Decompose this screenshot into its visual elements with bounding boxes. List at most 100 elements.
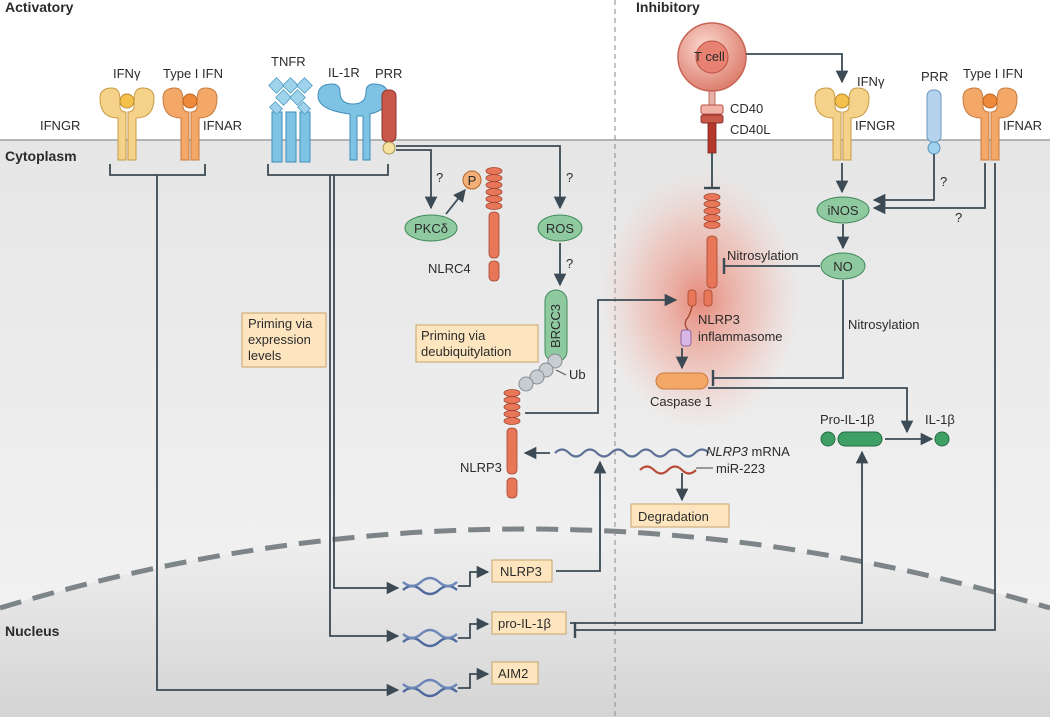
tcell-nucleus	[695, 40, 729, 74]
label-nlrp3-protein: NLRP3	[460, 460, 502, 475]
label-inos: iNOS	[827, 203, 858, 218]
svg-text:Priming via: Priming via	[248, 316, 313, 331]
prr-receptor-right	[926, 89, 942, 155]
header-activatory: Activatory	[5, 0, 74, 15]
label-degradation: Degradation	[638, 509, 709, 524]
nlrp3-protein	[503, 389, 521, 499]
label-cd40: CD40	[730, 101, 763, 116]
cd40	[700, 104, 724, 115]
label-q-ros: ?	[566, 170, 573, 185]
header-cytoplasm: Cytoplasm	[5, 148, 77, 164]
il1r-receptor	[317, 83, 389, 161]
type1ifn-ligand-left	[182, 93, 198, 109]
edge-gene-to-mrna	[556, 460, 607, 572]
label-cd40l: CD40L	[730, 122, 770, 137]
gene-proil1b-box	[491, 611, 567, 635]
label-caspase1: Caspase 1	[650, 394, 712, 409]
gene-nlrp3-box	[491, 559, 553, 583]
dna-aim2	[402, 678, 458, 698]
edge-ifnar-to-inos	[872, 163, 986, 215]
label-mir223: miR-223	[716, 461, 765, 476]
nlrc4-protein	[485, 167, 503, 282]
edge-prr-to-inos	[872, 154, 935, 207]
label-q-pkcd: ?	[436, 170, 443, 185]
edge-priming-to-nlrp3-gene	[333, 175, 400, 595]
edge-tcell-to-ifng	[746, 53, 849, 84]
edge-nlrp3-to-inflammasome	[525, 293, 678, 414]
asc-linker	[684, 305, 693, 331]
ros-node	[537, 214, 583, 242]
label-gene-nlrp3: NLRP3	[500, 564, 542, 579]
ifngr-receptor-left	[99, 87, 155, 161]
dna-nlrp3	[402, 576, 458, 596]
label-nlrp3-inflammasome-2: inflammasome	[698, 329, 783, 344]
cd40-stalk	[708, 90, 716, 106]
edge-ifn-to-aim2	[156, 175, 400, 697]
label-ifnar-right: IFNAR	[1003, 118, 1042, 133]
cd40l	[700, 114, 724, 124]
label-no: NO	[833, 259, 853, 274]
label-ifng-right: IFNγ	[857, 74, 885, 89]
label-mrna: NLRP3 mRNA	[706, 444, 790, 459]
inos-node	[816, 196, 870, 224]
label-type1ifn-right: Type I IFN	[963, 66, 1023, 81]
edge-no-inhibits-caspase1	[713, 280, 844, 379]
nlrp3-inflammasome-protein	[687, 193, 721, 307]
prr-receptor-left	[381, 89, 397, 155]
il1b-node	[934, 431, 950, 447]
label-il1r: IL-1R	[328, 65, 360, 80]
inflammasome-glow	[600, 170, 800, 430]
label-gene-aim2: AIM2	[498, 666, 528, 681]
pro-il1b-body	[837, 431, 883, 447]
ifng-ligand-left	[119, 93, 135, 109]
label-pro-il1b: Pro-IL-1β	[820, 412, 874, 427]
edge-priming-to-proil1b	[329, 175, 400, 643]
gene-aim2-box	[491, 661, 539, 685]
edge-gene-to-proil1b	[570, 450, 869, 624]
degradation-box	[630, 503, 730, 528]
no-node	[820, 252, 866, 280]
label-prr-right: PRR	[921, 69, 948, 84]
bracket-tnfr-il1r-prr	[267, 164, 389, 176]
label-ifnar-left: IFNAR	[203, 118, 242, 133]
label-q-prr-inos: ?	[940, 174, 947, 189]
label-gene-proil1b: pro-IL-1β	[498, 616, 551, 631]
nlrp3-mrna	[554, 448, 710, 458]
label-ros: ROS	[546, 221, 575, 236]
asc-adaptor	[680, 329, 692, 347]
pkcd-node	[404, 214, 458, 242]
label-nitrosylation-1: Nitrosylation	[727, 248, 799, 263]
label-prr-left: PRR	[375, 66, 402, 81]
ifnar-receptor-right	[962, 87, 1018, 161]
label-ifngr-left: IFNGR	[40, 118, 80, 133]
priming-deubiq-box: Priming via deubiquitylation	[415, 324, 539, 363]
svg-text:levels: levels	[248, 348, 282, 363]
edge-caspase1-cleaves	[708, 387, 914, 434]
label-ifng-left: IFNγ	[113, 66, 141, 81]
tnfr-receptor	[268, 77, 313, 163]
svg-text:expression: expression	[248, 332, 311, 347]
edge-prr-to-pkcd	[396, 149, 438, 210]
edge-pkcd-to-p	[445, 189, 466, 215]
mir223	[639, 465, 697, 475]
label-tcell: T cell	[694, 49, 725, 64]
promoter-nlrp3	[458, 565, 490, 587]
label-tnfr: TNFR	[271, 54, 306, 69]
ubiquitin-chain	[518, 353, 563, 392]
label-nlrp3-inflammasome-1: NLRP3	[698, 312, 740, 327]
dna-proil1b	[402, 628, 458, 648]
ub-leader	[555, 369, 567, 376]
promoter-aim2	[458, 667, 490, 689]
pro-il1b-head	[820, 431, 836, 447]
promoter-proil1b	[458, 617, 490, 639]
label-q-ifnar-inos: ?	[955, 210, 962, 225]
svg-text:deubiquitylation: deubiquitylation	[421, 344, 511, 359]
label-p: P	[468, 173, 477, 188]
ifngr-receptor-right	[814, 87, 870, 161]
label-il1b: IL-1β	[925, 412, 955, 427]
edge-ifnar-inhibits-proil1b	[575, 163, 996, 631]
priming-expression-box: Priming via expression levels	[241, 312, 327, 368]
label-pkcd: PKCδ	[414, 221, 448, 236]
header-inhibitory: Inhibitory	[636, 0, 700, 15]
